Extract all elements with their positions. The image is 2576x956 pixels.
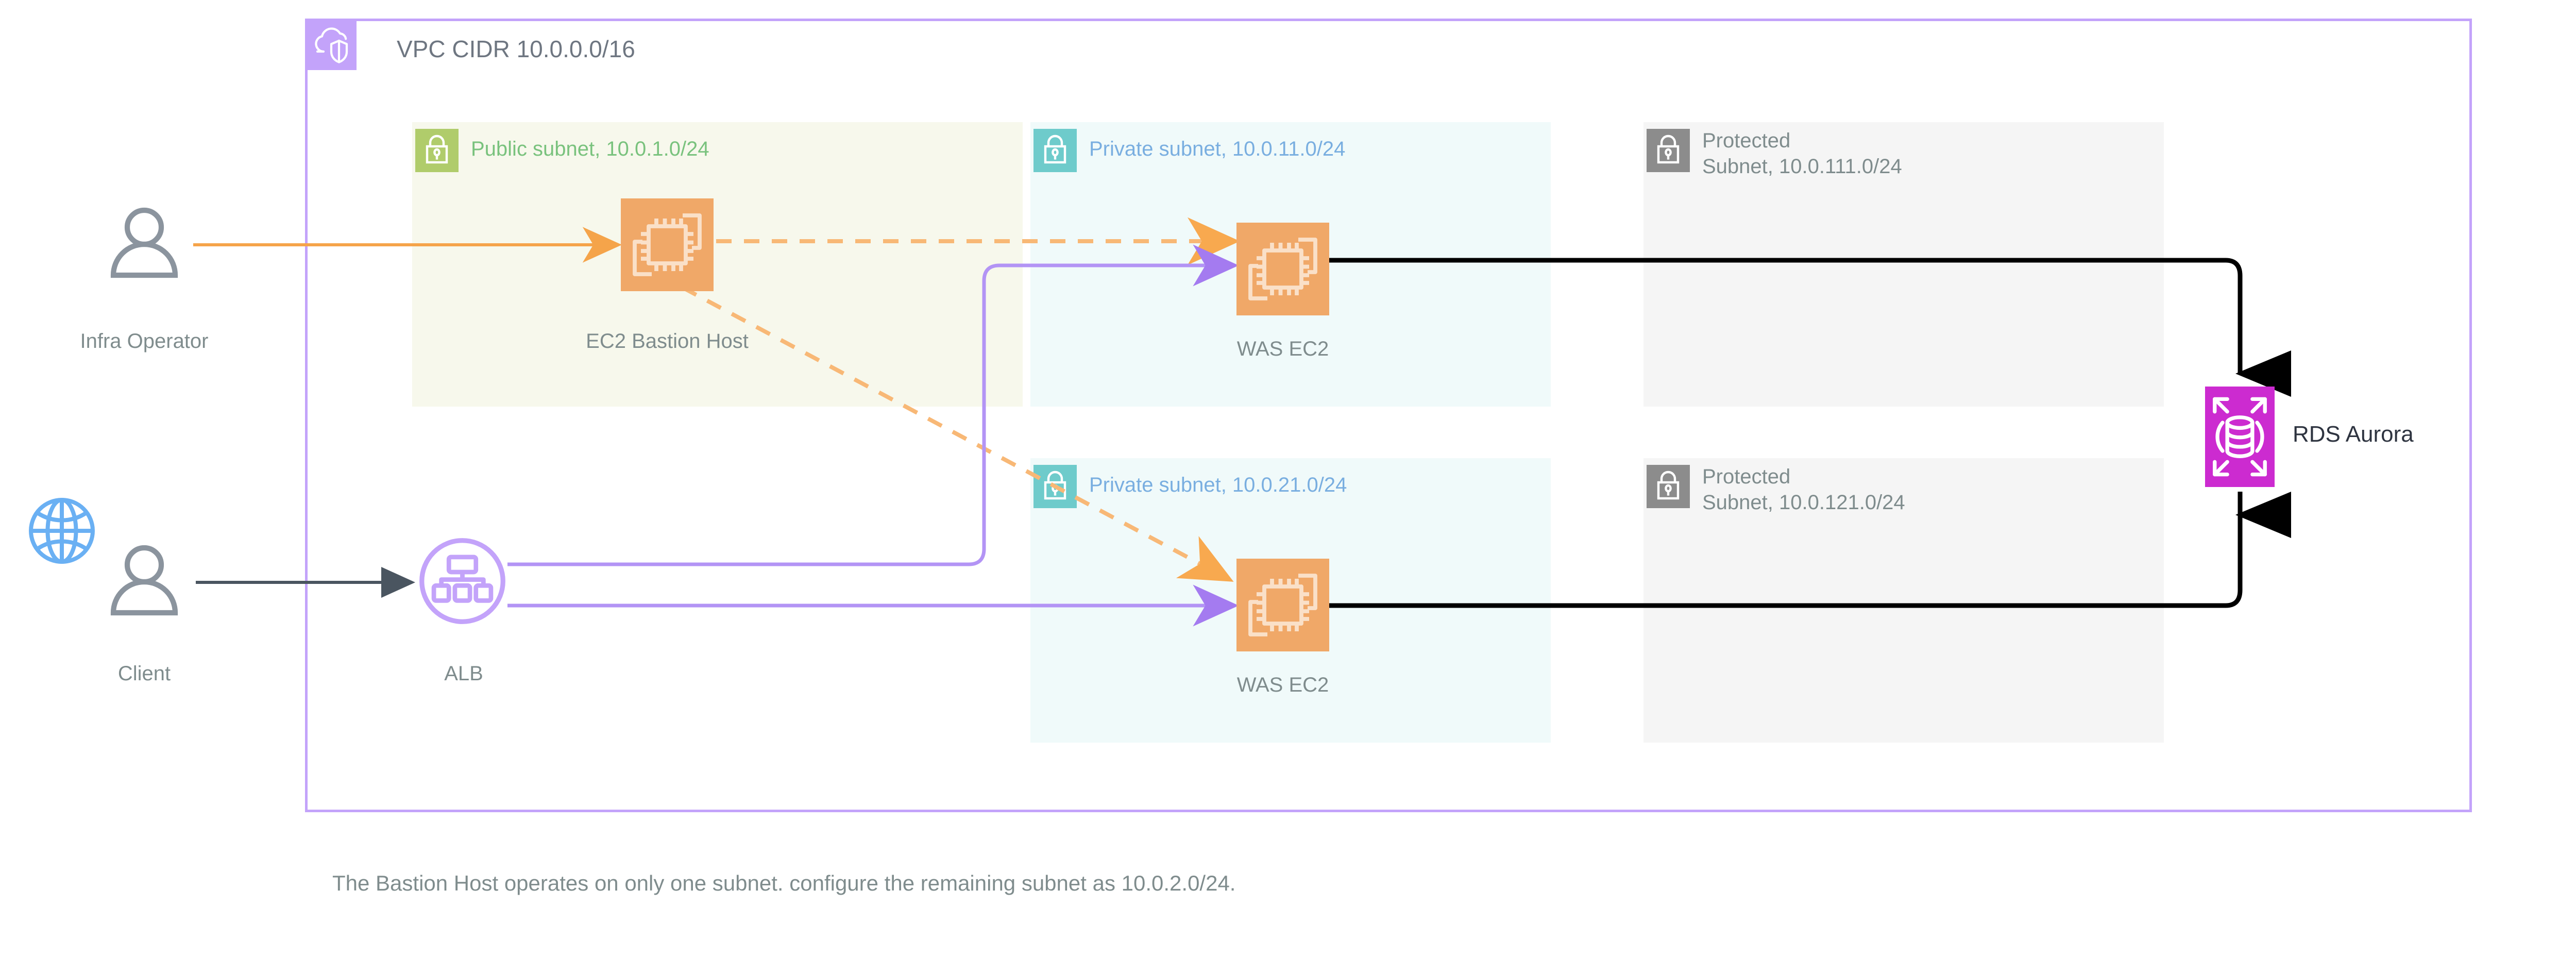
protected-subnet-b-label: Protected Subnet, 10.0.121.0/24 <box>1702 465 1905 514</box>
protected-subnet-a-lock-icon <box>1647 129 1690 172</box>
bastion-ec2-instance-icon[interactable] <box>621 198 714 291</box>
was-ec2-b-label: WAS EC2 <box>1236 674 1329 696</box>
was-ec2-b-instance-icon[interactable] <box>1236 559 1329 651</box>
private-subnet-a-lock-icon <box>1033 129 1077 172</box>
private-subnet-b-lock-icon <box>1033 465 1077 508</box>
protected-subnet-b-lock-icon <box>1647 465 1690 508</box>
alb-label: ALB <box>444 662 483 685</box>
public-subnet-lock-icon <box>415 129 459 172</box>
rds-aurora-label: RDS Aurora <box>2293 422 2414 447</box>
diagram-caption: The Bastion Host operates on only one su… <box>332 871 1236 895</box>
client-user-person-icon[interactable] <box>98 539 191 631</box>
private-subnet-b-label: Private subnet, 10.0.21.0/24 <box>1089 474 1347 496</box>
public-subnet-label: Public subnet, 10.0.1.0/24 <box>471 138 709 160</box>
alb-load-balancer-icon[interactable] <box>417 536 507 626</box>
infra-operator-user-person-icon[interactable] <box>98 201 191 294</box>
client-globe-internet-icon <box>23 492 100 569</box>
client-label: Client <box>117 662 171 685</box>
was-ec2-a-label: WAS EC2 <box>1236 338 1329 360</box>
was-ec2-a-instance-icon[interactable] <box>1236 223 1329 315</box>
rds-aurora-database-icon[interactable] <box>2205 387 2275 487</box>
vpc-cloud-shield-icon <box>307 21 357 70</box>
vpc-title: VPC CIDR 10.0.0.0/16 <box>397 36 635 62</box>
private-subnet-a-label: Private subnet, 10.0.11.0/24 <box>1089 138 1346 160</box>
vpc-boundary <box>305 19 2472 812</box>
infra-operator-label: Infra Operator <box>80 330 209 353</box>
protected-subnet-a-label: Protected Subnet, 10.0.111.0/24 <box>1702 129 1902 178</box>
bastion-ec2-label: EC2 Bastion Host <box>586 330 749 353</box>
